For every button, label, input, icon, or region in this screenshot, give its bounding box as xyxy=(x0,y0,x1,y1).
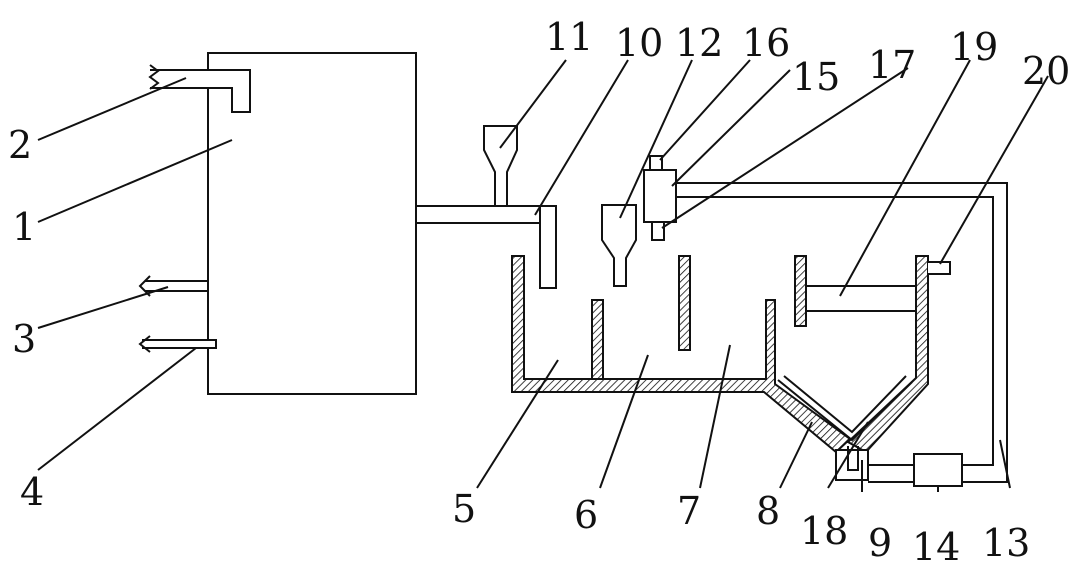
label-14: 14 xyxy=(912,525,960,569)
label-20: 20 xyxy=(1022,49,1070,93)
label-16: 16 xyxy=(742,21,790,65)
settling-basin xyxy=(511,255,852,454)
label-18: 18 xyxy=(800,509,848,553)
label-15: 15 xyxy=(792,55,840,99)
label-5: 5 xyxy=(452,487,476,531)
label-2: 2 xyxy=(8,123,32,167)
cone-vessel-8 xyxy=(835,255,929,481)
label-4: 4 xyxy=(20,470,44,514)
label-12: 12 xyxy=(675,21,723,65)
baffle-19 xyxy=(794,255,916,327)
overflow-pipe-20 xyxy=(928,261,951,275)
leader-lines xyxy=(37,59,1049,492)
label-9: 9 xyxy=(868,521,892,565)
hopper-12 xyxy=(601,204,637,287)
outlet-pipe-4 xyxy=(138,335,217,353)
transfer-pipe-10 xyxy=(415,205,557,289)
label-17: 17 xyxy=(868,43,916,87)
label-10: 10 xyxy=(615,21,663,65)
dosing-unit-15 xyxy=(643,155,677,241)
label-3: 3 xyxy=(12,317,36,361)
label-19: 19 xyxy=(950,25,998,69)
recycle-line-13 xyxy=(676,182,1008,483)
label-6: 6 xyxy=(574,493,598,537)
inner-cone-18 xyxy=(777,375,913,471)
part-labels: 1 2 3 4 5 6 7 8 9 10 11 12 13 14 15 16 1… xyxy=(8,15,1070,569)
inlet-pipe-2 xyxy=(148,64,251,113)
label-1: 1 xyxy=(12,205,36,249)
label-11: 11 xyxy=(545,15,593,59)
pump-14 xyxy=(868,453,963,487)
label-13: 13 xyxy=(982,521,1030,565)
hopper-11 xyxy=(483,125,518,207)
label-8: 8 xyxy=(756,489,780,533)
label-7: 7 xyxy=(677,489,701,533)
